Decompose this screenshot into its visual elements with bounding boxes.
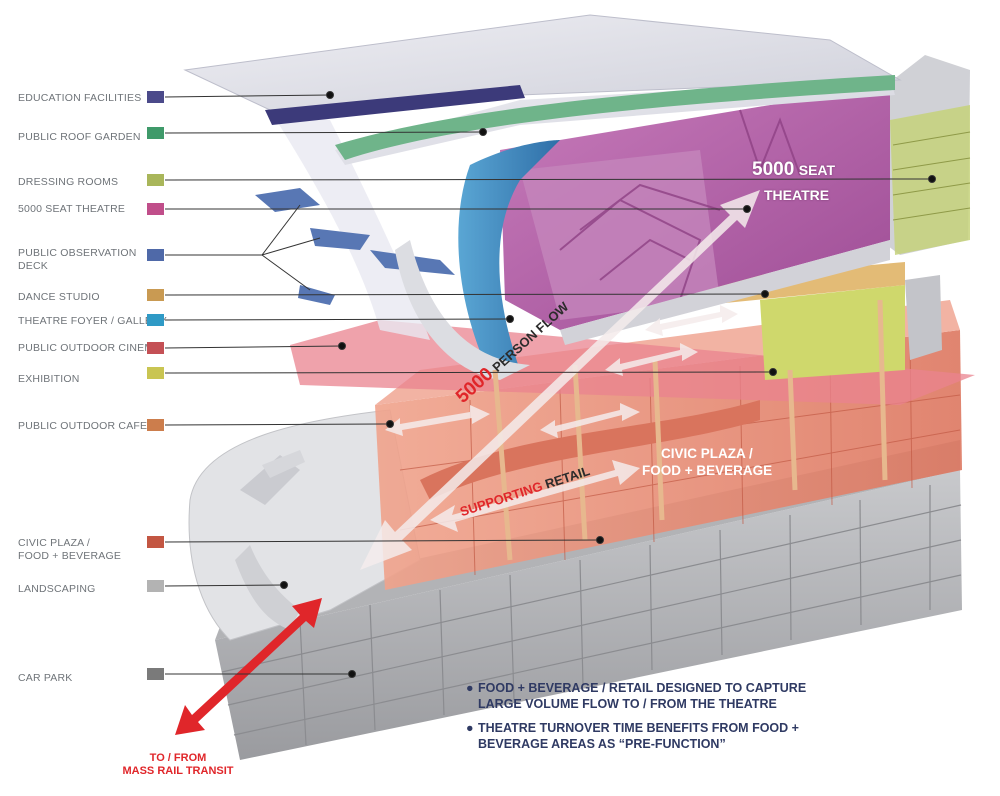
legend-label-car-park: CAR PARK [18,672,73,684]
legend-label-dance-studio: DANCE STUDIO [18,291,100,303]
legend-label-theatre: 5000 SEAT THEATRE [18,203,126,215]
legend-label-education: EDUCATION FACILITIES [18,92,142,104]
foyer-gallery-wall [458,140,560,375]
legend-label-roof-garden: PUBLIC ROOF GARDEN [18,131,141,143]
legend-swatch-outdoor-cinema [147,342,164,354]
theatre-callout-seat: SEAT [798,162,836,178]
theatre-callout: 5000 SEAT THEATRE [752,158,835,208]
theatre-callout-number: 5000 [752,159,795,180]
legend-swatch-observation-deck [147,249,164,261]
legend-label-outdoor-cafe: PUBLIC OUTDOOR CAFE [18,420,148,432]
note-text: THEATRE TURNOVER TIME BENEFITS FROM FOOD… [478,721,799,751]
legend-swatch-exhibition [147,367,164,379]
legend-label-observation-deck: PUBLIC OBSERVATION DECK [18,247,137,272]
support-columns [492,299,888,561]
legend-swatch-education [147,91,164,103]
civic-plaza-callout: CIVIC PLAZA / FOOD + BEVERAGE [642,445,772,479]
legend-swatch-car-park [147,668,164,680]
transit-arrow [175,598,322,735]
roof-garden [335,78,895,165]
legend-swatch-theatre [147,203,164,215]
theatre-callout-word: THEATRE [764,187,830,203]
legend-swatch-civic-plaza [147,536,164,548]
legend-label-exhibition: EXHIBITION [18,373,80,385]
exhibition-volume [760,285,905,380]
legend-swatch-dressing-rooms [147,174,164,186]
legend-label-dressing-rooms: DRESSING ROOMS [18,176,119,188]
civic-plaza-line1: CIVIC PLAZA / [661,446,753,461]
design-notes: ● FOOD + BEVERAGE / RETAIL DESIGNED TO C… [466,680,836,760]
bullet-icon: ● [466,681,474,695]
leader-lines [164,91,936,678]
note-item: ● THEATRE TURNOVER TIME BENEFITS FROM FO… [466,720,836,752]
note-text: FOOD + BEVERAGE / RETAIL DESIGNED TO CAP… [478,681,807,711]
bullet-icon: ● [466,721,474,735]
legend-swatch-landscaping [147,580,164,592]
legend-swatch-outdoor-cafe [147,419,164,431]
legend-label-civic-plaza: CIVIC PLAZA / FOOD + BEVERAGE [18,537,122,562]
legend-label-outdoor-cinema: PUBLIC OUTDOOR CINEMA [18,342,161,354]
civic-plaza-line2: FOOD + BEVERAGE [642,463,773,478]
legend-label-foyer-gallery: THEATRE FOYER / GALLERY [18,315,167,327]
legend-swatch-dance-studio [147,289,164,301]
roof-shell [183,14,902,340]
transit-label: TO / FROM MASS RAIL TRANSIT [103,752,253,778]
note-item: ● FOOD + BEVERAGE / RETAIL DESIGNED TO C… [466,680,836,712]
transit-line2: MASS RAIL TRANSIT [122,765,234,777]
legend-label-landscaping: LANDSCAPING [18,583,96,595]
legend-swatch-roof-garden [147,127,164,139]
transit-line1: TO / FROM [149,752,207,764]
flow-arrows [360,190,760,570]
legend-swatch-foyer-gallery [147,314,164,326]
